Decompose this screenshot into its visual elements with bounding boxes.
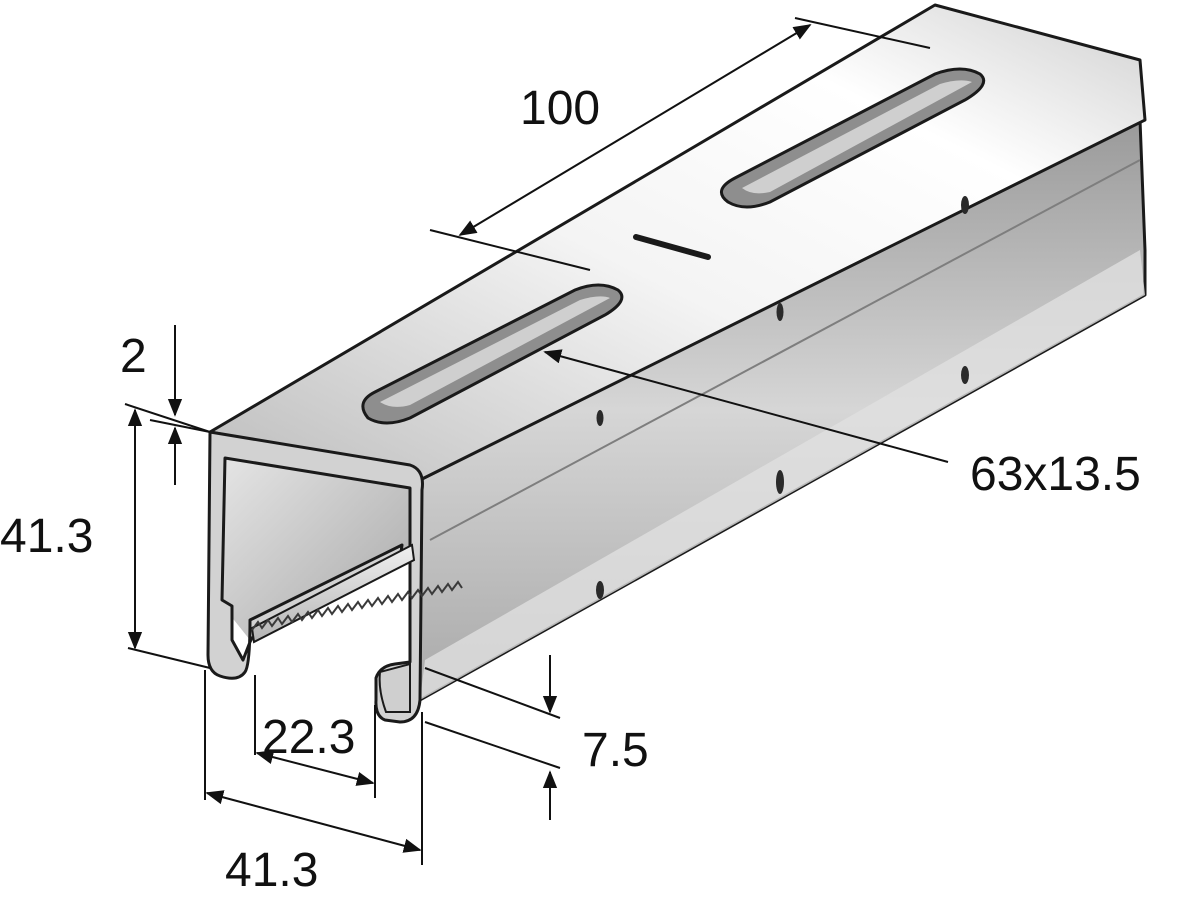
strut-channel — [206, 3, 1147, 724]
label-slot-pitch: 100 — [520, 82, 600, 135]
label-width: 41.3 — [225, 844, 318, 897]
label-height: 41.3 — [0, 510, 93, 563]
dimensions — [124, 17, 949, 865]
channel-lip-left — [250, 543, 416, 644]
channel-serration — [251, 580, 463, 631]
ext-line-height-top — [124, 403, 211, 433]
channel-lip-right — [378, 662, 411, 713]
side-holes — [596, 196, 969, 599]
label-lip-depth: 7.5 — [582, 724, 649, 777]
ext-line-2 — [149, 419, 211, 433]
label-wall-thickness: 2 — [120, 330, 147, 383]
ext-line-lip-b — [424, 721, 561, 769]
ext-line-100-b — [794, 17, 931, 49]
ext-line-height-bottom — [127, 647, 211, 669]
ext-line-lip-a — [424, 667, 561, 719]
slot-front-inner — [380, 296, 610, 407]
ext-line-100-a — [429, 229, 591, 271]
dim-line-100 — [458, 24, 812, 236]
center-mark — [633, 234, 711, 260]
dim-line-width — [205, 790, 422, 853]
leader-slot-size — [543, 349, 949, 463]
label-slot-size: 63x13.5 — [970, 448, 1141, 501]
channel-inner-face — [222, 450, 410, 640]
side-crease — [429, 159, 1141, 541]
label-opening: 22.3 — [262, 711, 355, 764]
dim-line-opening — [255, 750, 375, 786]
